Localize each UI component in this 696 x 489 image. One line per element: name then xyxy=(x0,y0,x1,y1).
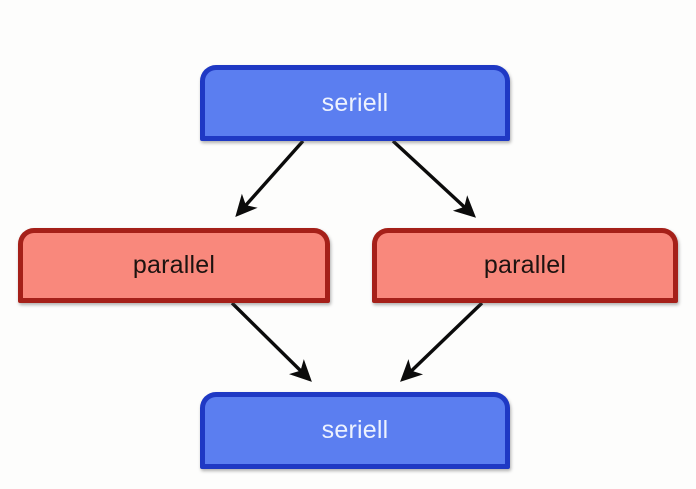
edge-top-to-right xyxy=(391,139,476,218)
node-label: parallel xyxy=(483,251,567,279)
node-parallel-left[interactable]: parallel xyxy=(18,228,330,303)
edge-left-to-bottom xyxy=(230,301,312,382)
edge-right-to-bottom xyxy=(400,301,484,382)
node-seriell-top[interactable]: seriell xyxy=(200,65,510,141)
node-label: seriell xyxy=(321,88,389,117)
node-seriell-bottom[interactable]: seriell xyxy=(200,392,510,469)
node-label: seriell xyxy=(321,416,389,444)
node-parallel-right[interactable]: parallel xyxy=(372,228,678,303)
node-label: parallel xyxy=(132,251,216,279)
edge-top-to-left xyxy=(235,139,305,218)
